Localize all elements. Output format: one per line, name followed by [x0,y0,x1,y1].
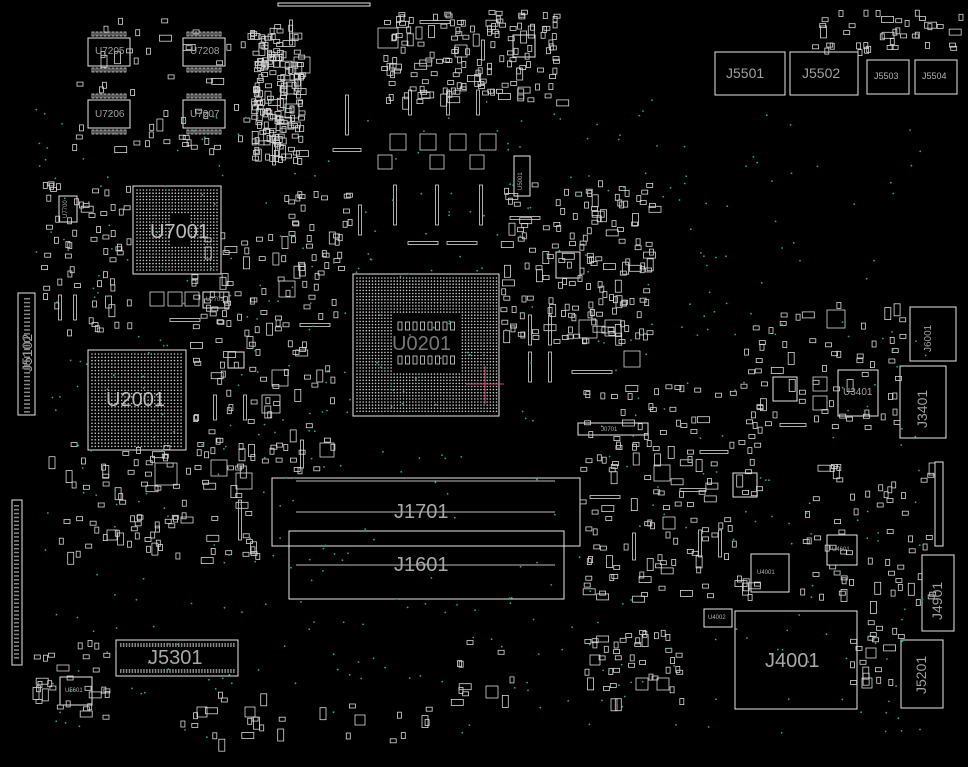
chip-u7701[interactable] [202,291,230,309]
dimm-slot-j1601[interactable] [288,530,565,600]
label-j5301: J5301 [148,647,203,669]
chip-square-upper-mid[interactable] [555,251,581,279]
label-j5102: J5102 [19,333,35,372]
connector-j0701[interactable] [577,422,649,436]
bga-u7001[interactable] [132,185,222,275]
connector-j6001[interactable] [909,306,957,362]
label-j5503: J5503 [874,71,899,81]
chip-u4601[interactable] [826,534,858,566]
label-u5001: U5001 [518,172,524,190]
connector-j3401[interactable] [899,365,947,439]
label-j5201: J5201 [913,655,929,694]
chip-u7205[interactable] [87,37,131,67]
label-u7205: U7205 [95,46,125,57]
label-u7001: U7001 [150,221,209,243]
connector-j5301[interactable] [115,639,239,677]
label-j3401: J3401 [914,389,930,428]
label-u7700: U7700 [63,200,69,218]
chip-u5601[interactable] [59,676,93,706]
bga-u7001-balls [136,189,218,271]
connector-j4901[interactable] [921,554,955,632]
label-u7701: U7701 [206,297,224,303]
chip-u7700[interactable] [58,195,78,223]
label-u4002: U4002 [708,615,726,621]
label-j6001: J6001 [923,324,934,352]
connector-j5102[interactable] [17,292,36,416]
connector-j5503[interactable] [866,59,910,95]
chip-u4001[interactable] [750,553,790,593]
chip-square-top[interactable] [512,34,536,58]
edge-connector-top [277,2,371,7]
bga-u2001[interactable] [87,349,187,451]
label-u3401: U3401 [843,387,873,398]
connector-left-edge[interactable] [11,499,23,666]
connector-j5201[interactable] [900,639,944,709]
chip-square-lower-mid[interactable] [732,472,758,498]
connector-right-edge[interactable] [934,461,944,547]
via-dots [35,99,927,739]
dimm-slot-j1701[interactable] [271,477,581,547]
passive-components [14,9,964,752]
cpu-u0201[interactable] [352,273,500,417]
label-u7206: U7206 [95,109,125,120]
label-u7207: U7207 [190,109,220,120]
chip-u7206[interactable] [87,99,131,129]
chip-u5001[interactable] [513,155,531,197]
chip-u7207[interactable] [182,99,226,129]
label-u2001: U2001 [106,389,165,411]
label-j0701: J0701 [601,427,618,433]
label-j1601: J1601 [394,554,449,576]
chip-u3401[interactable] [837,369,879,417]
label-j5504: J5504 [922,71,947,81]
cpu-u0201-balls [356,277,498,413]
label-j4001: J4001 [765,650,820,672]
label-j5501: J5501 [726,65,765,81]
label-j5502: J5502 [802,65,841,81]
connector-j5501[interactable] [714,51,786,96]
label-u4001: U4001 [757,570,775,576]
label-j4901: J4901 [929,581,945,620]
label-u5601: U5601 [65,688,83,694]
chip-u4002[interactable] [703,608,733,628]
bga-u2001-balls [91,353,182,448]
label-u4601: U4601 [832,547,850,553]
connector-j5502[interactable] [789,51,859,96]
chip-u7208[interactable] [182,37,226,67]
connector-j5504[interactable] [914,59,958,95]
label-u7208: U7208 [190,46,220,57]
connector-j4001[interactable] [734,610,858,710]
label-j1701: J1701 [394,501,449,523]
label-u0201: U0201 [392,333,451,355]
chip-square-mid-right[interactable] [772,376,798,402]
